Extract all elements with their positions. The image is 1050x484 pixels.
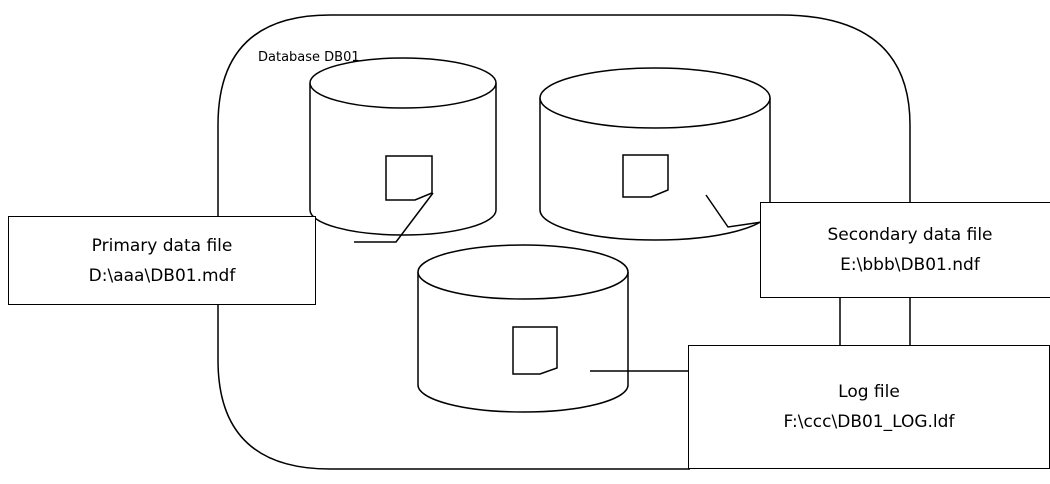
log-file-title: Log file — [838, 382, 900, 402]
secondary-file-path: E:\bbb\DB01.ndf — [840, 255, 980, 275]
log-cylinder — [417, 244, 629, 413]
secondary-connector — [705, 194, 763, 228]
log-file-path: F:\ccc\DB01_LOG.ldf — [783, 412, 955, 432]
primary-file-title: Primary data file — [91, 235, 233, 256]
database-container — [217, 14, 911, 470]
secondary-data-file-box: Secondary data file E:\bbb\DB01.ndf — [760, 202, 1050, 298]
primary-cylinder — [309, 57, 497, 236]
connectors — [354, 192, 841, 372]
primary-document-icon — [385, 155, 433, 201]
secondary-document-icon — [622, 154, 669, 198]
log-file-box: Log file F:\ccc\DB01_LOG.ldf — [688, 345, 1050, 469]
primary-file-path: D:\aaa\DB01.mdf — [88, 265, 236, 286]
primary-data-file-box: Primary data file D:\aaa\DB01.mdf — [8, 216, 316, 305]
secondary-cylinder — [539, 67, 771, 241]
log-document-icon — [512, 326, 558, 375]
secondary-file-title: Secondary data file — [827, 225, 993, 245]
database-label: Database DB01 — [258, 50, 360, 65]
primary-connector — [354, 192, 434, 243]
